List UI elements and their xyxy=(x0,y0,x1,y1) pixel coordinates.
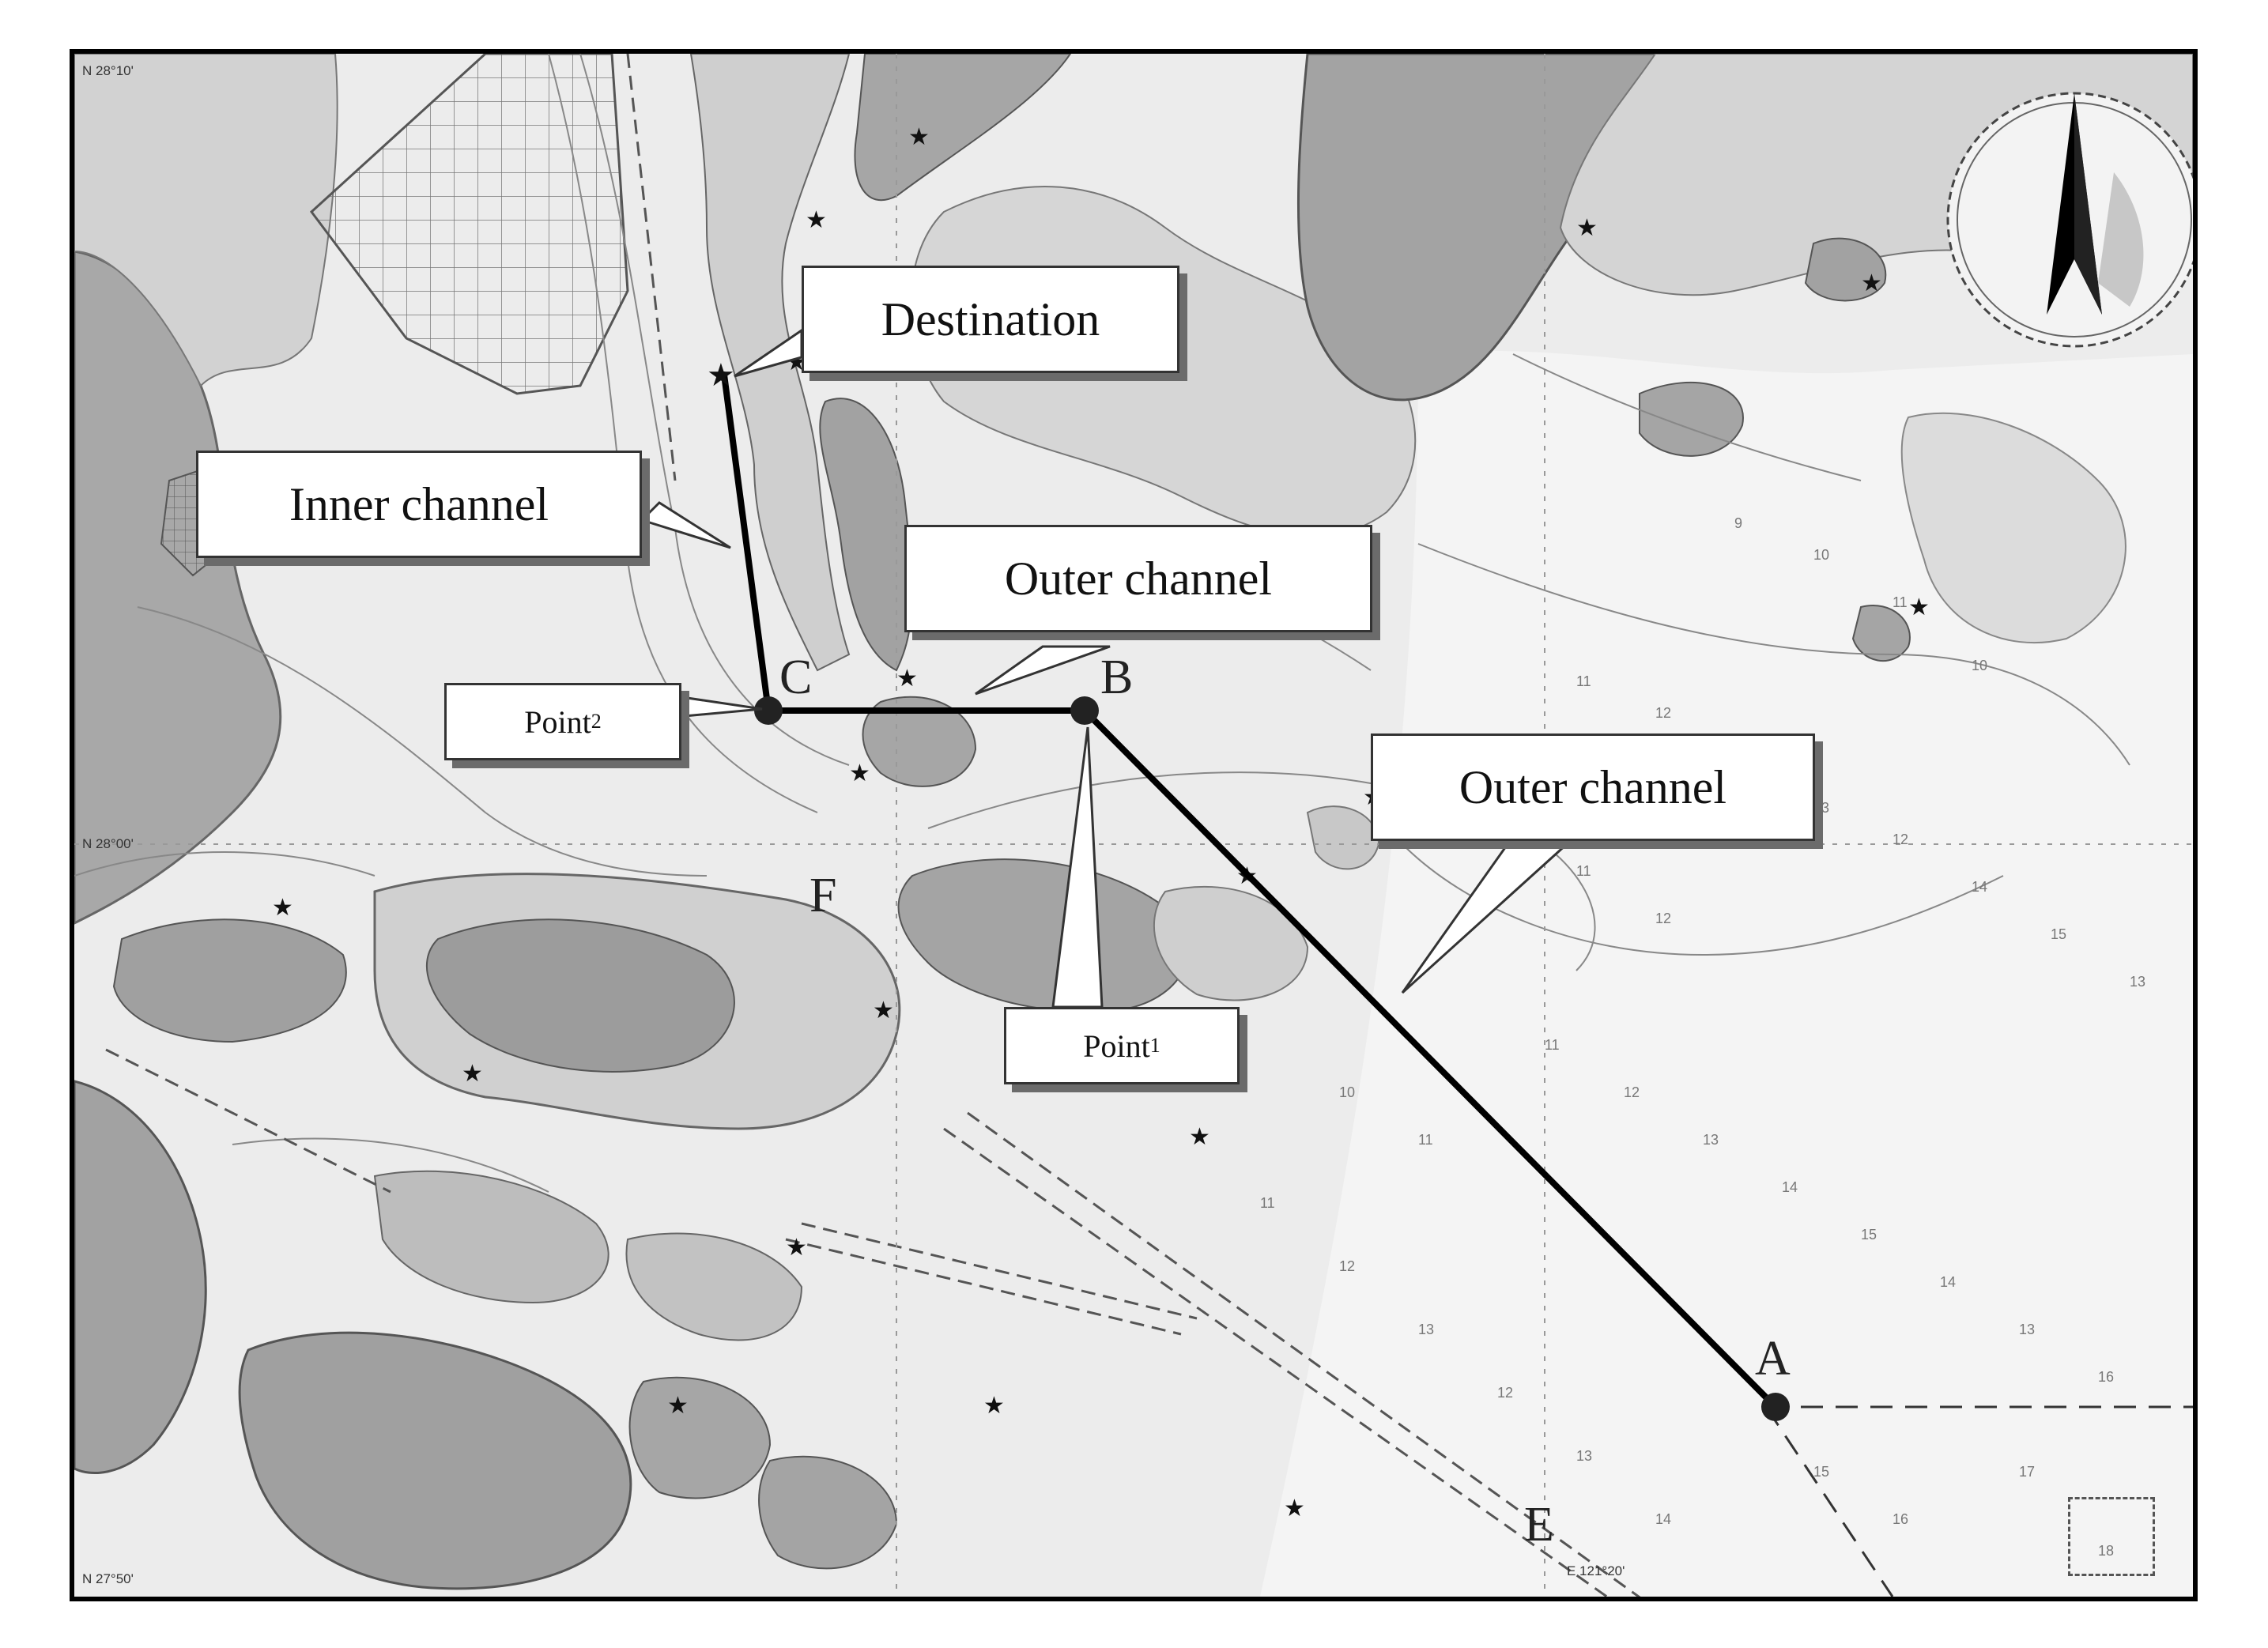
svg-text:12: 12 xyxy=(1893,832,1908,847)
star-icon: ★ xyxy=(1908,594,1930,621)
svg-text:14: 14 xyxy=(1782,1179,1798,1195)
waypoint-c-marker xyxy=(754,696,783,725)
island-south3 xyxy=(758,1455,898,1570)
island-south xyxy=(238,1331,632,1590)
shoal-sw2 xyxy=(625,1232,803,1341)
star-icon: ★ xyxy=(806,206,827,234)
longitude-label-bottom: E 121°20' xyxy=(1567,1563,1625,1578)
north-arrow-icon xyxy=(1946,92,2193,348)
star-icon: ★ xyxy=(1576,214,1598,242)
waypoint-b-marker xyxy=(1070,696,1099,725)
shipping-lanes xyxy=(105,54,1641,1597)
svg-text:13: 13 xyxy=(2019,1322,2035,1337)
point1-subscript: 1 xyxy=(1149,1034,1160,1057)
island-south2 xyxy=(628,1376,772,1499)
island-center xyxy=(862,696,977,787)
svg-text:10: 10 xyxy=(1813,547,1829,563)
svg-text:15: 15 xyxy=(2051,926,2066,942)
star-icon: ★ xyxy=(1861,270,1882,297)
svg-text:13: 13 xyxy=(1703,1132,1719,1148)
svg-text:13: 13 xyxy=(2130,974,2145,990)
destination-star-icon: ★ xyxy=(707,357,735,394)
svg-text:15: 15 xyxy=(1813,1464,1829,1480)
shoal-sw xyxy=(373,1170,609,1304)
land-north-strip xyxy=(854,54,1072,202)
island-w2 xyxy=(74,1080,207,1474)
svg-text:11: 11 xyxy=(1418,1132,1433,1148)
svg-text:13: 13 xyxy=(1813,800,1829,816)
island-ne xyxy=(1804,237,1887,302)
svg-text:14: 14 xyxy=(1972,879,1987,895)
island-sw-dark xyxy=(425,918,735,1073)
svg-text:14: 14 xyxy=(1940,1274,1956,1290)
star-icon: ★ xyxy=(983,1392,1005,1420)
waypoint-label-e: E xyxy=(1524,1498,1554,1552)
waypoint-label-f: F xyxy=(809,869,837,922)
route-segment-b-a xyxy=(1081,707,1779,1410)
star-icon: ★ xyxy=(462,1060,483,1088)
outer-channel-callout-right: Outer channel xyxy=(1371,733,1815,841)
latitude-label-mid: N 28°00' xyxy=(82,836,134,851)
latitude-label-bottom: N 27°50' xyxy=(82,1571,134,1586)
star-icon: ★ xyxy=(908,123,930,151)
sea-zone xyxy=(1260,350,2193,1597)
star-icon: ★ xyxy=(896,665,918,692)
waypoint-label-c: C xyxy=(779,651,813,704)
latitude-label-top: N 28°10' xyxy=(82,63,134,78)
svg-text:12: 12 xyxy=(1624,1084,1640,1100)
waypoint-a-marker xyxy=(1761,1393,1790,1421)
destination-callout: Destination xyxy=(802,266,1179,373)
svg-text:13: 13 xyxy=(1418,1322,1434,1337)
inner-channel-callout: Inner channel xyxy=(196,451,642,558)
route xyxy=(721,371,1779,1410)
svg-text:18: 18 xyxy=(2098,1543,2114,1559)
star-icon: ★ xyxy=(849,760,870,787)
outer-channel-callout-top: Outer channel xyxy=(904,525,1372,632)
reference-lines xyxy=(1764,1405,2193,1597)
route-segment-destination-c xyxy=(721,371,772,714)
svg-text:11: 11 xyxy=(1893,594,1908,610)
svg-text:12: 12 xyxy=(1655,911,1671,926)
point2-label: Point xyxy=(524,703,591,740)
svg-text:12: 12 xyxy=(1497,1385,1513,1401)
scale-marker xyxy=(2068,1497,2155,1576)
star-icon: ★ xyxy=(873,997,894,1024)
land-west-light xyxy=(74,54,338,387)
svg-text:12: 12 xyxy=(1655,705,1671,721)
waypoint-label-a: A xyxy=(1755,1332,1791,1386)
svg-text:11: 11 xyxy=(1576,863,1591,879)
island-w xyxy=(112,918,347,1043)
svg-text:11: 11 xyxy=(1260,1195,1275,1211)
shoal-east xyxy=(1900,412,2126,644)
svg-text:13: 13 xyxy=(1576,1448,1592,1464)
shoal-center xyxy=(1153,885,1309,1001)
svg-text:16: 16 xyxy=(1893,1511,1908,1527)
svg-text:15: 15 xyxy=(1861,1227,1877,1243)
star-icon: ★ xyxy=(1189,1123,1210,1151)
point2-subscript: 2 xyxy=(591,710,602,733)
island-e xyxy=(1851,605,1911,662)
star-icon: ★ xyxy=(667,1392,689,1420)
svg-text:16: 16 xyxy=(2098,1369,2114,1385)
svg-text:11: 11 xyxy=(1545,1037,1560,1053)
svg-text:12: 12 xyxy=(1339,1258,1355,1274)
svg-text:17: 17 xyxy=(2019,1464,2035,1480)
svg-text:9: 9 xyxy=(1734,515,1742,531)
star-icon: ★ xyxy=(1284,1495,1305,1522)
svg-text:11: 11 xyxy=(1576,673,1591,689)
island-long xyxy=(819,398,913,672)
waypoint-label-b: B xyxy=(1100,651,1134,704)
star-icon: ★ xyxy=(786,1234,807,1261)
svg-text:10: 10 xyxy=(1339,1084,1355,1100)
island-ne2 xyxy=(1639,381,1744,457)
svg-text:10: 10 xyxy=(1972,658,1987,673)
star-icon: ★ xyxy=(272,894,293,922)
svg-text:14: 14 xyxy=(1655,1511,1671,1527)
point1-label: Point xyxy=(1083,1028,1150,1064)
island-south-center xyxy=(897,858,1189,1013)
